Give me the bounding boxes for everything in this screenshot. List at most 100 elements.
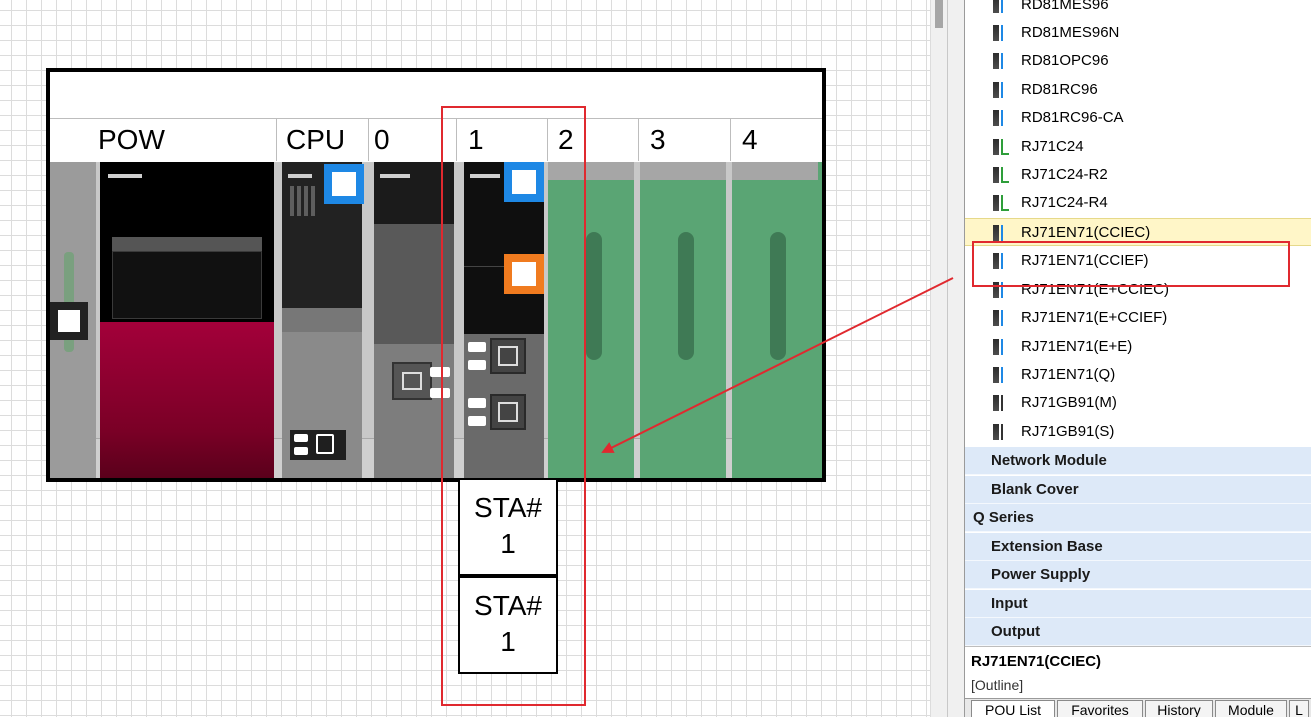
module-category-header[interactable]: Extension Base — [965, 533, 1311, 561]
module-list-item-label: RJ71EN71(CCIEF) — [1021, 252, 1149, 269]
module-list-item[interactable]: RD81RC96 — [965, 76, 1311, 104]
module-category-header[interactable]: Output — [965, 618, 1311, 646]
module-list-item[interactable]: RJ71EN71(Q) — [965, 361, 1311, 389]
module-list-item-label: RD81MES96N — [1021, 24, 1120, 41]
extension-connector[interactable] — [50, 302, 88, 340]
station-number-label[interactable]: STA# 1 — [458, 478, 558, 576]
module-list-item[interactable]: RJ71GB91(S) — [965, 418, 1311, 446]
blue-module-icon — [993, 0, 1011, 14]
module-list-item-label: RJ71EN71(CCIEC) — [1021, 224, 1151, 241]
main-base-unit[interactable]: POW CPU 0 1 2 3 4 — [46, 68, 826, 482]
blue-module-icon — [993, 109, 1011, 127]
module-list-item-label: RJ71GB91(M) — [1021, 394, 1117, 411]
panel-splitter[interactable] — [947, 0, 964, 717]
slot-label-2: 2 — [558, 124, 574, 155]
green-module-icon — [993, 138, 1011, 156]
base-header-bar — [50, 72, 822, 119]
module-list-item[interactable]: RJ71EN71(E+E) — [965, 333, 1311, 361]
module-configuration-canvas[interactable]: POW CPU 0 1 2 3 4 — [0, 0, 930, 717]
module-list-item[interactable]: RJ71C24 — [965, 133, 1311, 161]
highlight-slot-1 — [441, 106, 586, 706]
module-category-header[interactable]: Q Series — [965, 504, 1311, 532]
panel-tab[interactable]: Module — [1215, 700, 1287, 717]
empty-slot-3[interactable] — [640, 162, 726, 478]
slot-label-0: 0 — [374, 124, 390, 155]
highlight-target-item — [972, 241, 1290, 287]
blue-module-icon — [993, 24, 1011, 42]
panel-tab[interactable]: History — [1145, 700, 1213, 717]
module-list-item[interactable]: RJ71EN71(CCIEF) — [965, 247, 1311, 275]
canvas-vertical-scrollbar[interactable] — [930, 0, 947, 717]
module-list-item-label: RD81OPC96 — [1021, 52, 1109, 69]
green-module-icon — [993, 166, 1011, 184]
cpu-connector — [290, 430, 346, 460]
module-category-label: Output — [991, 623, 1041, 640]
module-list-item-label: RJ71EN71(Q) — [1021, 366, 1116, 383]
cpu-module[interactable] — [282, 162, 364, 478]
slot-divider — [456, 119, 457, 161]
module-category-label: Network Module — [991, 452, 1107, 469]
power-supply-module[interactable] — [100, 162, 274, 478]
station-number-label[interactable]: STA# 1 — [458, 576, 558, 674]
ethernet-port-icon — [392, 362, 432, 400]
power-module-front — [100, 322, 274, 478]
green-module-icon — [993, 194, 1011, 212]
module-list-item[interactable]: RD81RC96-CA — [965, 104, 1311, 132]
cpu-led-grid — [290, 186, 316, 216]
blue-module-icon — [993, 52, 1011, 70]
module-list-item-label: RJ71EN71(E+CCIEF) — [1021, 309, 1168, 326]
slot-divider — [368, 119, 369, 161]
module-category-label: Power Supply — [991, 566, 1091, 583]
module-list-item[interactable]: RJ71C24-R4 — [965, 189, 1311, 217]
module-category-header[interactable]: Network Module — [965, 447, 1311, 475]
module-list-item-label: RD81MES96 — [1021, 0, 1109, 13]
module-category-header[interactable]: Blank Cover — [965, 476, 1311, 504]
description-outline: [Outline] — [971, 677, 1024, 693]
module-category-header[interactable]: Input — [965, 590, 1311, 618]
module-list-item[interactable]: RD81MES96 — [965, 0, 1311, 19]
blue-module-icon — [993, 281, 1011, 299]
slot-label-cpu: CPU — [286, 124, 346, 155]
slot-1-network-module[interactable] — [464, 162, 544, 478]
slot-divider — [730, 119, 731, 161]
module-station-indicator[interactable] — [504, 254, 544, 294]
panel-tab[interactable]: Favorites — [1057, 700, 1143, 717]
cpu-network-indicator[interactable] — [324, 164, 364, 204]
module-category-label: Blank Cover — [991, 481, 1079, 498]
module-list-item-label: RJ71EN71(E+E) — [1021, 338, 1133, 355]
blue-module-icon — [993, 309, 1011, 327]
slot-0-module[interactable] — [374, 162, 454, 478]
module-list-item-label: RD81RC96 — [1021, 81, 1098, 98]
ethernet-port-1-icon — [490, 338, 526, 374]
module-list-item[interactable]: RD81MES96N — [965, 19, 1311, 47]
description-title: RJ71EN71(CCIEC) — [971, 653, 1102, 670]
slot-label-1: 1 — [468, 124, 484, 155]
blue-module-icon — [993, 338, 1011, 356]
base-end-cover — [50, 162, 96, 478]
module-rack — [50, 162, 822, 478]
module-network-indicator[interactable] — [504, 162, 544, 202]
slot-label-pow: POW — [98, 124, 165, 155]
slot-label-3: 3 — [650, 124, 666, 155]
panel-tab[interactable]: L — [1289, 700, 1309, 717]
module-list-item-label: RJ71C24 — [1021, 138, 1084, 155]
module-list-item-label: RJ71C24-R2 — [1021, 166, 1108, 183]
module-list-item[interactable]: RJ71GB91(M) — [965, 389, 1311, 417]
panel-tab[interactable]: POU List — [971, 700, 1055, 717]
module-list-item-label: RJ71C24-R4 — [1021, 194, 1108, 211]
slot-divider — [276, 119, 277, 161]
grey-module-icon — [993, 423, 1011, 441]
module-category-label: Extension Base — [991, 538, 1103, 555]
blue-module-icon — [993, 366, 1011, 384]
module-list-item-label: RD81RC96-CA — [1021, 109, 1124, 126]
scroll-thumb[interactable] — [935, 0, 943, 28]
blue-module-icon — [993, 224, 1011, 242]
module-list-item[interactable]: RJ71C24-R2 — [965, 161, 1311, 189]
empty-slot-4[interactable] — [732, 162, 822, 478]
module-list-item[interactable]: RD81OPC96 — [965, 47, 1311, 75]
module-category-header[interactable]: Power Supply — [965, 561, 1311, 589]
module-list-item[interactable]: RJ71EN71(E+CCIEF) — [965, 304, 1311, 332]
slot-label-4: 4 — [742, 124, 758, 155]
